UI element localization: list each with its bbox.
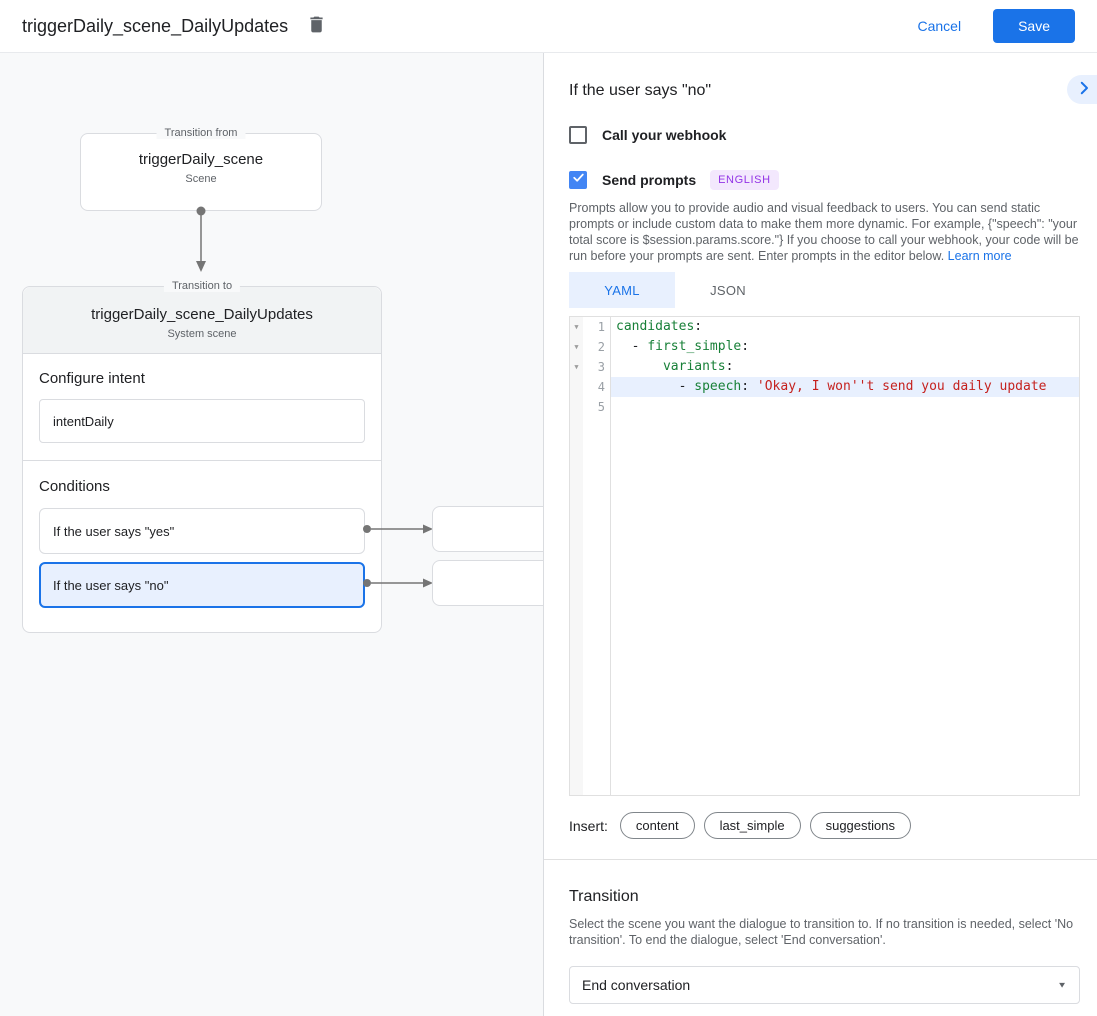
main-layout: Transition from triggerDaily_scene Scene…: [0, 53, 1097, 1016]
scene-flow-canvas: Transition from triggerDaily_scene Scene…: [0, 53, 543, 1016]
trash-icon: [306, 14, 327, 38]
condition-detail-panel: If the user says "no" Call your webhook …: [543, 53, 1097, 1016]
page-title: triggerDaily_scene_DailyUpdates: [22, 15, 289, 36]
send-prompts-checkbox[interactable]: [569, 171, 587, 189]
section-divider: [544, 859, 1097, 860]
insert-chip-content[interactable]: content: [619, 812, 695, 839]
transition-to-card: Transition to triggerDaily_scene_DailyUp…: [22, 280, 382, 633]
yaml-punct: [616, 359, 663, 374]
transition-to-legend: Transition to: [163, 280, 241, 292]
gutter-row: ▼ 3: [570, 357, 610, 377]
to-scene-body: Configure intent intentDaily Conditions …: [23, 354, 381, 632]
webhook-row: Call your webhook: [569, 126, 1080, 144]
yaml-punct: :: [741, 339, 750, 354]
yaml-key: variants: [662, 359, 726, 374]
line-number: 1: [597, 320, 605, 334]
transition-from-legend: Transition from: [156, 127, 246, 139]
code-line-5: [611, 397, 1079, 417]
prompts-description: Prompts allow you to provide audio and v…: [569, 200, 1080, 264]
top-bar: triggerDaily_scene_DailyUpdates Cancel S…: [0, 0, 1097, 53]
delete-scene-button[interactable]: [306, 14, 327, 38]
editor-gutter: ▼ 1 ▼ 2 ▼ 3 4 5: [570, 317, 611, 795]
insert-chip-last-simple[interactable]: last_simple: [703, 812, 801, 839]
condition-yes-target-node[interactable]: [432, 506, 543, 552]
gutter-row: ▼ 1: [570, 317, 610, 337]
condition-no-target-node[interactable]: [432, 560, 543, 606]
panel-heading: If the user says "no": [569, 82, 712, 99]
gutter-row: ▼ 2: [570, 337, 610, 357]
gutter-row: 5: [570, 397, 610, 417]
yaml-key: candidates: [616, 319, 695, 334]
fold-arrow-icon[interactable]: ▼: [574, 343, 579, 351]
line-number: 3: [597, 360, 605, 374]
configure-intent-label: Configure intent: [39, 370, 145, 387]
yaml-punct: :: [694, 319, 703, 334]
line-number: 5: [597, 400, 605, 414]
condition-item-yes[interactable]: If the user says "yes": [39, 508, 365, 554]
transition-from-node[interactable]: Transition from triggerDaily_scene Scene: [80, 127, 322, 211]
transition-description: Select the scene you want the dialogue t…: [569, 917, 1074, 947]
to-scene-header[interactable]: triggerDaily_scene_DailyUpdates System s…: [23, 287, 381, 354]
chevron-right-icon: [1075, 79, 1093, 100]
yaml-key: speech: [694, 379, 742, 394]
insert-label: Insert:: [569, 817, 608, 834]
condition-yes-connector: [362, 522, 434, 541]
transition-heading: Transition: [569, 888, 639, 905]
yaml-key: first_simple: [647, 339, 742, 354]
learn-more-link[interactable]: Learn more: [947, 249, 1012, 263]
to-scene-name: triggerDaily_scene_DailyUpdates: [91, 306, 313, 323]
insert-chip-suggestions[interactable]: suggestions: [809, 812, 911, 839]
cancel-button[interactable]: Cancel: [917, 18, 962, 34]
card-divider: [23, 460, 381, 461]
from-scene-name: triggerDaily_scene: [138, 151, 264, 168]
code-line-1: candidates:: [611, 317, 1079, 337]
intent-name: intentDaily: [53, 413, 114, 429]
condition-no-connector: [362, 576, 434, 595]
intent-item[interactable]: intentDaily: [39, 399, 365, 443]
condition-no-label: If the user says "no": [53, 577, 169, 593]
fold-arrow-icon[interactable]: ▼: [574, 323, 579, 331]
condition-item-no[interactable]: If the user says "no": [39, 562, 365, 608]
call-webhook-label: Call your webhook: [602, 127, 727, 143]
prompts-description-text: Prompts allow you to provide audio and v…: [569, 201, 1079, 263]
line-number: 2: [597, 340, 605, 354]
collapse-panel-button[interactable]: [1067, 75, 1097, 104]
fold-arrow-icon[interactable]: ▼: [574, 363, 579, 371]
send-prompts-row: Send prompts ENGLISH: [569, 170, 1080, 190]
prompt-code-editor[interactable]: ▼ 1 ▼ 2 ▼ 3 4 5: [569, 316, 1080, 796]
editor-code-area[interactable]: candidates: - first_simple: variants: - …: [611, 317, 1079, 795]
code-line-3: variants:: [611, 357, 1079, 377]
save-button[interactable]: Save: [993, 9, 1075, 43]
code-line-4-active: - speech: 'Okay, I won''t send you daily…: [611, 377, 1079, 397]
insert-row: Insert: content last_simple suggestions: [569, 812, 1080, 839]
conditions-label: Conditions: [39, 478, 110, 495]
checkmark-icon: [572, 171, 585, 189]
dropdown-caret-icon: ▼: [1057, 980, 1067, 990]
to-scene-type: System scene: [167, 328, 237, 340]
send-prompts-label: Send prompts: [602, 172, 697, 188]
from-scene-type: Scene: [185, 173, 217, 185]
condition-yes-label: If the user says "yes": [53, 523, 175, 539]
code-line-2: - first_simple:: [611, 337, 1079, 357]
flow-arrow-down: [194, 205, 208, 280]
call-webhook-checkbox[interactable]: [569, 126, 587, 144]
yaml-punct: :: [725, 359, 734, 374]
transition-select-value: End conversation: [582, 977, 691, 993]
line-number: 4: [597, 380, 605, 394]
yaml-string: 'Okay, I won''t send you daily update: [756, 379, 1047, 394]
tab-yaml[interactable]: YAML: [569, 272, 675, 308]
yaml-punct: -: [616, 379, 695, 394]
editor-format-tabs: YAML JSON: [569, 272, 1080, 308]
language-badge: ENGLISH: [710, 170, 779, 190]
yaml-punct: -: [616, 339, 648, 354]
yaml-punct: :: [741, 379, 757, 394]
gutter-row: 4: [570, 377, 610, 397]
tab-json[interactable]: JSON: [710, 282, 746, 298]
transition-select[interactable]: End conversation ▼: [569, 966, 1080, 1004]
